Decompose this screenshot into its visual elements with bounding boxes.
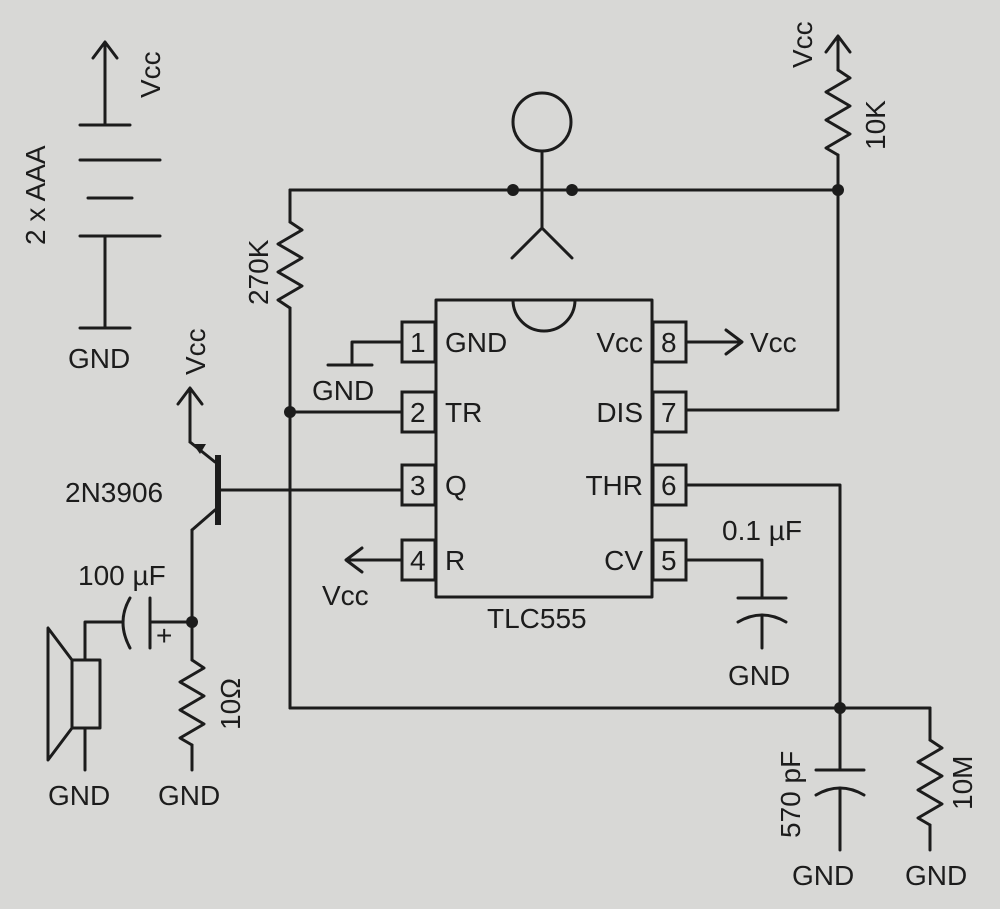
pin-8-name: Vcc bbox=[596, 327, 643, 358]
output-cap-polarity: + bbox=[156, 620, 172, 651]
pin-4-name: R bbox=[445, 545, 465, 576]
pin-2-number: 2 bbox=[410, 397, 426, 428]
tlc555-chip bbox=[400, 298, 688, 599]
cv-gnd-label: GND bbox=[728, 660, 790, 691]
threshold-network bbox=[288, 483, 944, 852]
resistor-270k-label: 270K bbox=[243, 239, 274, 305]
resistor-270k bbox=[276, 188, 404, 710]
resistor-10ohm bbox=[178, 653, 206, 772]
speaker-icon bbox=[46, 626, 102, 772]
resistor-10k-vcc: Vcc bbox=[787, 21, 818, 68]
pin-8-number: 8 bbox=[661, 327, 677, 358]
battery bbox=[78, 40, 162, 330]
touch-person-icon bbox=[510, 91, 574, 260]
resistor-10k bbox=[824, 34, 852, 192]
transistor-vcc-label: Vcc bbox=[180, 328, 211, 375]
pin-2-name: TR bbox=[445, 397, 482, 428]
pin-6-number: 6 bbox=[661, 470, 677, 501]
pin8-vcc-label: Vcc bbox=[750, 327, 797, 358]
timing-cap-gnd-label: GND bbox=[792, 860, 854, 891]
battery-vcc-label: Vcc bbox=[135, 51, 166, 98]
battery-label: 2 x AAA bbox=[20, 145, 51, 245]
speaker-gnd-label: GND bbox=[48, 780, 110, 811]
timing-cap-label: 570 pF bbox=[775, 751, 806, 838]
transistor-2n3906 bbox=[176, 386, 404, 657]
pin4-vcc-label: Vcc bbox=[322, 580, 369, 611]
top-rail bbox=[288, 184, 844, 196]
pin1-gnd bbox=[326, 340, 404, 367]
pin-3-name: Q bbox=[445, 470, 467, 501]
cv-cap-label: 0.1 µF bbox=[722, 515, 802, 546]
cv-capacitor bbox=[684, 558, 788, 650]
output-capacitor bbox=[83, 596, 194, 662]
resistor-10ohm-label: 10Ω bbox=[215, 678, 246, 730]
pin4-vcc bbox=[344, 546, 404, 574]
pin8-vcc bbox=[684, 328, 744, 356]
dis-wire bbox=[683, 188, 840, 412]
sense-resistor-gnd-label: GND bbox=[905, 860, 967, 891]
resistor-10ohm-gnd-label: GND bbox=[158, 780, 220, 811]
pin-5-name: CV bbox=[604, 545, 643, 576]
output-cap-label: 100 µF bbox=[78, 560, 166, 591]
pin-5-number: 5 bbox=[661, 545, 677, 576]
battery-gnd-label: GND bbox=[68, 343, 130, 374]
transistor-label: 2N3906 bbox=[65, 477, 163, 508]
ic-name: TLC555 bbox=[487, 603, 587, 634]
pin-3-number: 3 bbox=[410, 470, 426, 501]
pin-1-number: 1 bbox=[410, 327, 426, 358]
pin1-gnd-label: GND bbox=[312, 375, 374, 406]
pin-4-number: 4 bbox=[410, 545, 426, 576]
pin-6-name: THR bbox=[585, 470, 643, 501]
resistor-10k-label: 10K bbox=[860, 100, 891, 150]
sense-resistor-label: 10M bbox=[947, 756, 978, 810]
pin-7-name: DIS bbox=[596, 397, 643, 428]
pin-1-name: GND bbox=[445, 327, 507, 358]
pin-7-number: 7 bbox=[661, 397, 677, 428]
